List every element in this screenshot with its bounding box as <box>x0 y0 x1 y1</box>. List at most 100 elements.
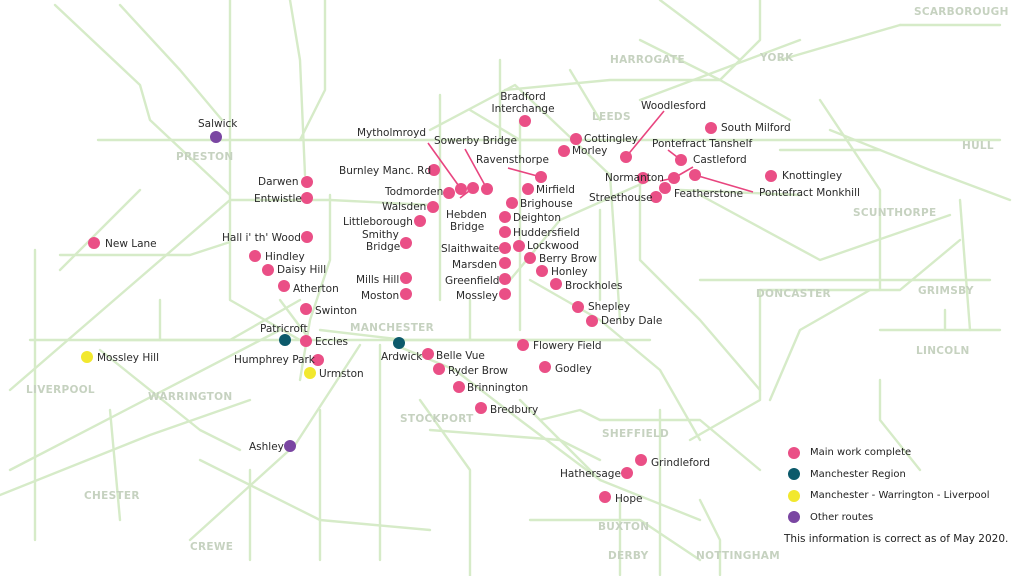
station-marker[interactable] <box>550 278 562 290</box>
station-ardwick[interactable]: Ardwick <box>381 337 423 363</box>
station-marker[interactable] <box>433 363 445 375</box>
station-new-lane[interactable]: New Lane <box>88 237 157 250</box>
station-marker[interactable] <box>620 151 632 163</box>
station-featherstone[interactable]: Featherstone <box>659 182 743 200</box>
station-bredbury[interactable]: Bredbury <box>475 402 538 416</box>
station-greenfield[interactable]: Greenfield <box>445 273 511 287</box>
station-walsden[interactable]: Walsden <box>382 201 439 213</box>
station-marker[interactable] <box>301 192 313 204</box>
station-marker[interactable] <box>301 231 313 243</box>
station-marker[interactable] <box>621 467 633 479</box>
station-marker[interactable] <box>659 182 671 194</box>
station-south-milford[interactable]: South Milford <box>705 122 791 134</box>
station-marker[interactable] <box>650 191 662 203</box>
station-cottingley[interactable]: Cottingley <box>570 133 638 145</box>
station-hope[interactable]: Hope <box>599 491 642 505</box>
station-hindley[interactable]: Hindley <box>249 250 305 263</box>
station-entwistle[interactable]: Entwistle <box>254 192 313 205</box>
station-marker[interactable] <box>705 122 717 134</box>
station-honley[interactable]: Honley <box>536 265 588 278</box>
station-marker[interactable] <box>300 335 312 347</box>
station-brinnington[interactable]: Brinnington <box>453 381 528 394</box>
station-humphrey-park[interactable]: Humphrey Park <box>234 354 324 366</box>
station-darwen[interactable]: Darwen <box>258 176 313 188</box>
station-marker[interactable] <box>467 182 479 194</box>
station-streethouse[interactable]: Streethouse <box>589 191 662 204</box>
station-castleford[interactable]: Castleford <box>668 154 747 184</box>
station-marker[interactable] <box>279 334 291 346</box>
station-marker[interactable] <box>210 131 222 143</box>
station-marker[interactable] <box>499 242 511 254</box>
station-marker[interactable] <box>517 339 529 351</box>
station-marker[interactable] <box>400 272 412 284</box>
station-mirfield[interactable]: Mirfield <box>522 183 575 196</box>
station-marker[interactable] <box>284 440 296 452</box>
station-marker[interactable] <box>675 154 687 166</box>
station-marker[interactable] <box>765 170 777 182</box>
station-marker[interactable] <box>278 280 290 292</box>
station-marker[interactable] <box>558 145 570 157</box>
station-mytholmroyd[interactable]: Mytholmroyd <box>357 127 467 195</box>
station-marker[interactable] <box>428 164 440 176</box>
station-grindleford[interactable]: Grindleford <box>635 454 710 469</box>
station-morley[interactable]: Morley <box>558 145 607 157</box>
station-marker[interactable] <box>249 250 261 262</box>
station-marker[interactable] <box>536 265 548 277</box>
station-marker[interactable] <box>81 351 93 363</box>
station-atherton[interactable]: Atherton <box>278 280 339 295</box>
station-flowery-field[interactable]: Flowery Field <box>517 339 602 352</box>
station-marker[interactable] <box>524 252 536 264</box>
station-ashley[interactable]: Ashley <box>249 440 296 453</box>
station-todmorden[interactable]: Todmorden <box>384 186 455 199</box>
station-marker[interactable] <box>572 301 584 313</box>
station-littleborough[interactable]: Littleborough <box>343 215 426 228</box>
station-marker[interactable] <box>499 226 511 238</box>
station-burnley-manc-rd[interactable]: Burnley Manc. Rd <box>339 164 440 177</box>
station-marker[interactable] <box>422 348 434 360</box>
station-belle-vue[interactable]: Belle Vue <box>422 348 485 362</box>
station-godley[interactable]: Godley <box>539 361 592 375</box>
station-slaithwaite[interactable]: Slaithwaite <box>441 242 511 255</box>
station-patricroft[interactable]: Patricroft <box>260 323 308 346</box>
station-berry-brow[interactable]: Berry Brow <box>524 252 597 265</box>
station-marker[interactable] <box>88 237 100 249</box>
station-ryder-brow[interactable]: Ryder Brow <box>433 363 508 377</box>
station-marker[interactable] <box>499 273 511 285</box>
station-marker[interactable] <box>499 257 511 269</box>
station-marker[interactable] <box>453 381 465 393</box>
station-normanton[interactable]: Normanton <box>605 172 664 184</box>
station-pontefract-monkhill[interactable]: Pontefract Monkhill <box>689 169 860 199</box>
station-hathersage[interactable]: Hathersage <box>560 467 633 480</box>
station-marker[interactable] <box>400 237 412 249</box>
station-marker[interactable] <box>599 491 611 503</box>
station-marsden[interactable]: Marsden <box>452 257 511 271</box>
station-marker[interactable] <box>481 183 493 195</box>
station-urmston[interactable]: Urmston <box>304 367 364 380</box>
station-marker[interactable] <box>539 361 551 373</box>
station-marker[interactable] <box>427 201 439 213</box>
station-marker[interactable] <box>668 172 680 184</box>
station-marker[interactable] <box>570 133 582 145</box>
station-marker[interactable] <box>513 240 525 252</box>
station-shepley[interactable]: Shepley <box>572 301 630 313</box>
station-hall-i-th-wood[interactable]: Hall i' th' Wood <box>222 231 313 244</box>
station-mills-hill[interactable]: Mills Hill <box>356 272 412 286</box>
station-pontefract-tanshelf[interactable]: Pontefract Tanshelf <box>652 138 753 166</box>
station-marker[interactable] <box>499 288 511 300</box>
station-brighouse[interactable]: Brighouse <box>506 197 573 210</box>
station-marker[interactable] <box>443 187 455 199</box>
station-knottingley[interactable]: Knottingley <box>765 170 842 182</box>
station-mossley-hill[interactable]: Mossley Hill <box>81 351 159 364</box>
station-denby-dale[interactable]: Denby Dale <box>586 315 662 327</box>
station-marker[interactable] <box>400 288 412 300</box>
station-marker[interactable] <box>519 115 531 127</box>
station-marker[interactable] <box>304 367 316 379</box>
station-woodlesford[interactable]: Woodlesford <box>620 100 706 163</box>
station-marker[interactable] <box>475 402 487 414</box>
station-salwick[interactable]: Salwick <box>198 118 238 143</box>
station-marker[interactable] <box>393 337 405 349</box>
station-sowerby-bridge[interactable]: Sowerby Bridge <box>434 135 517 195</box>
station-marker[interactable] <box>635 454 647 466</box>
